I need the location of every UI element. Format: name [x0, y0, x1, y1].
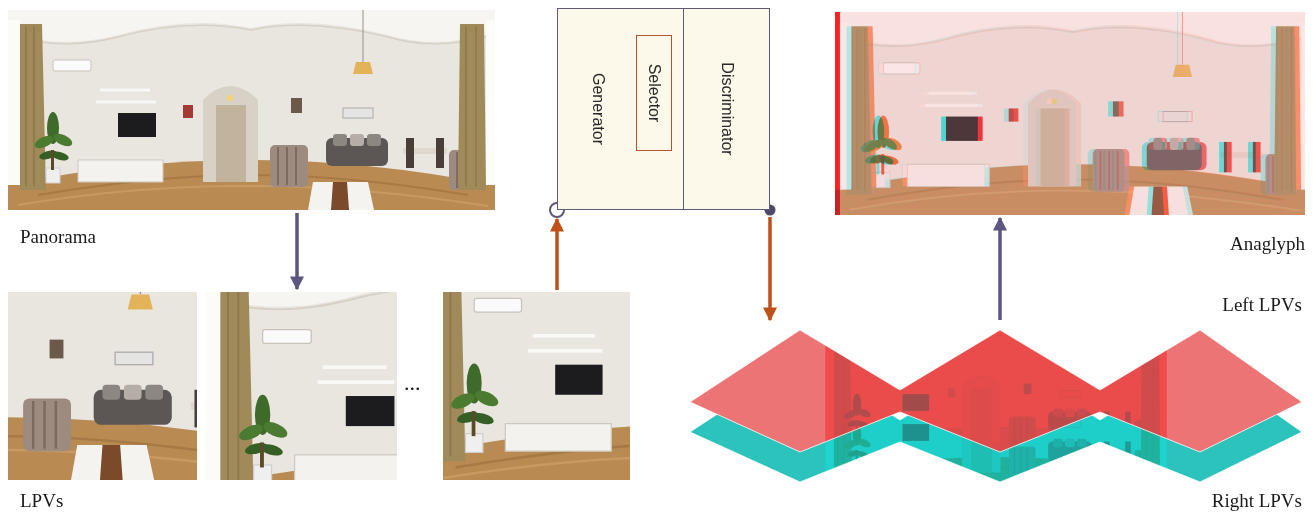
- panorama-node: Panorama: [8, 10, 495, 210]
- flow-arrow: [555, 219, 559, 290]
- module-name: Discriminator: [718, 62, 736, 155]
- panorama-image: [8, 10, 495, 210]
- generator-panel: Generator Selector: [557, 8, 683, 210]
- ellipsis: ...: [404, 372, 421, 394]
- lpv-group: LPVs: [8, 292, 630, 480]
- selector-box: Selector: [636, 35, 672, 151]
- left-lpv-layer: [690, 322, 1302, 462]
- layer-caption: Right LPVs: [1212, 490, 1302, 512]
- image-caption: LPVs: [20, 490, 63, 512]
- stacked-lpvs: Left LPVsRight LPVs: [690, 322, 1302, 487]
- flow-arrow: [998, 218, 1002, 320]
- flow-arrow: [768, 217, 772, 320]
- anaglyph-node: Anaglyph: [835, 12, 1305, 215]
- layer-caption: Left LPVs: [1222, 294, 1302, 316]
- module-name: Selector: [645, 64, 663, 123]
- image-caption: Anaglyph: [1230, 233, 1305, 255]
- flow-arrow: [295, 213, 299, 289]
- anaglyph-image: [835, 12, 1310, 215]
- module-name: Generator: [589, 73, 607, 145]
- image-caption: Panorama: [20, 226, 96, 248]
- discriminator-panel: Discriminator: [683, 8, 770, 210]
- stacked-lpv-layers: [690, 322, 1302, 492]
